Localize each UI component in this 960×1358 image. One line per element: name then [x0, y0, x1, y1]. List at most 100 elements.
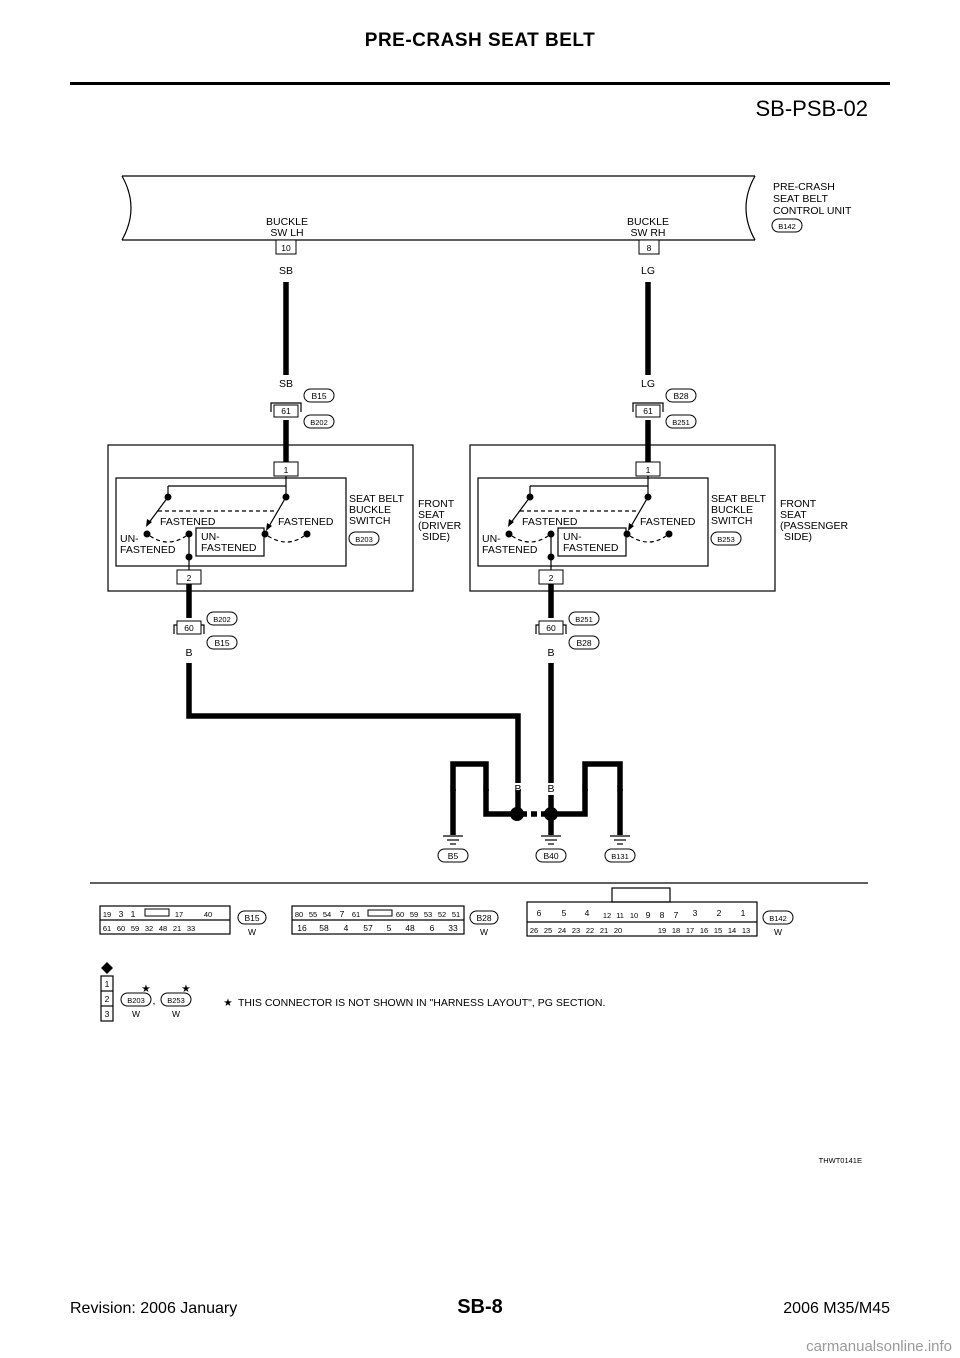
ground-b131-label: B131: [611, 852, 629, 861]
splice-point-left: [510, 807, 524, 821]
switch-right-connector: B253: [717, 535, 735, 544]
b28-pin-51: 51: [452, 910, 460, 919]
wire-b-splice-right: [556, 795, 588, 817]
joint-right-conn-bottom: B251: [672, 418, 690, 427]
switch-right-pin-bottom: 2: [549, 573, 554, 583]
b142-pin-4: 4: [585, 908, 590, 918]
wire-b-ground-b131: [582, 761, 623, 835]
b253-face-color: W: [172, 1009, 180, 1019]
b28-pin-53: 53: [424, 910, 432, 919]
wire-b-left-ground: [186, 663, 521, 783]
wire-color-lh-top: SB: [279, 265, 293, 277]
b15-face-color: W: [248, 927, 256, 937]
b142-pin-16: 16: [700, 926, 708, 935]
wire-b-splice-left: [483, 795, 514, 817]
b203-pin-1: 1: [105, 979, 110, 989]
b142-pin-23: 23: [572, 926, 580, 935]
switch-right-unfastened-b1: UN-: [563, 531, 582, 543]
b28-pin-16: 16: [297, 923, 307, 933]
switch-left-title-1: SEAT BELT: [349, 493, 404, 505]
b142-pin-21: 21: [600, 926, 608, 935]
b253-star: ★: [181, 983, 191, 995]
b15-pin-33: 33: [187, 924, 195, 933]
seat-left-1: FRONT: [418, 498, 455, 510]
splice-point-right: [544, 807, 558, 821]
b142-pin-17: 17: [686, 926, 694, 935]
b15-pin-17: 17: [175, 910, 183, 919]
joint-connector-left: SB B15 61 B202: [270, 378, 335, 429]
wire-color-rh-top: LG: [641, 265, 655, 277]
b28-pin-7: 7: [340, 909, 345, 919]
b253-face-name: B253: [167, 996, 185, 1005]
ground-wire-color-4: B: [547, 783, 554, 795]
ground-joint-right-pin: 60: [546, 623, 556, 633]
b15-pin-59: 59: [131, 924, 139, 933]
switch-right-unfastened-b2: FASTENED: [563, 542, 619, 554]
seat-belt-switch-passenger: 1 FASTENED FASTENED UN- FASTENED UN- FAS…: [469, 444, 776, 592]
b28-pin-52: 52: [438, 910, 446, 919]
seat-left-2: SEAT: [418, 509, 445, 521]
header-rule: [70, 82, 890, 85]
b203-face-color: W: [132, 1009, 140, 1019]
switch-left-unfastened-a1: UN-: [120, 533, 139, 545]
seat-right-4: SIDE): [784, 531, 812, 543]
ground-b40-label: B40: [543, 851, 558, 861]
watermark: carmanualsonline.info: [806, 1338, 952, 1355]
b203-face-name: B203: [127, 996, 145, 1005]
buckle-rh-pin-box: [638, 239, 660, 255]
joint-right-conn-top: B28: [673, 391, 688, 401]
b142-pin-6: 6: [537, 908, 542, 918]
b142-face-name: B142: [769, 914, 787, 923]
b142-pin-25: 25: [544, 926, 552, 935]
b142-pin-3: 3: [693, 908, 698, 918]
b142-pin-20: 20: [614, 926, 622, 935]
diagram-code: SB-PSB-02: [755, 96, 869, 121]
b28-pin-60: 60: [396, 910, 404, 919]
connector-face-b142: 6 5 4 12 11 10 9 8 7 3 2 1 26 25 24 23 2…: [526, 887, 794, 937]
seat-left-4: SIDE): [422, 531, 450, 543]
b15-pin-19: 19: [103, 910, 111, 919]
switch-right-fastened-b: FASTENED: [640, 516, 696, 528]
b28-pin-59: 59: [410, 910, 418, 919]
b142-pin-1: 1: [741, 908, 746, 918]
face-separator-comma: ,: [153, 995, 156, 1007]
switch-left-title-2: BUCKLE: [349, 504, 391, 516]
b28-face-name: B28: [476, 913, 491, 923]
control-unit-title-1: PRE-CRASH: [773, 181, 835, 193]
b142-pin-26: 26: [530, 926, 538, 935]
ground-joint-left-color: B: [185, 647, 192, 659]
ground-wire-color-5: B: [581, 783, 588, 795]
ground-joint-right: B251 60 B28 B: [535, 611, 600, 659]
ground-joint-right-bottom: B28: [576, 638, 591, 648]
ground-symbol-b40: B40: [535, 835, 567, 863]
b15-pin-40: 40: [204, 910, 212, 919]
ground-joint-left-bottom: B15: [214, 638, 229, 648]
ground-joint-left: B202 60 B15 B: [173, 611, 238, 659]
b28-pin-61: 61: [352, 910, 360, 919]
switch-right-title-1: SEAT BELT: [711, 493, 766, 505]
ground-b5-label: B5: [448, 851, 459, 861]
ground-symbol-b5: B5: [437, 835, 469, 863]
switch-right-pin-top: 1: [646, 465, 651, 475]
b142-pin-7: 7: [674, 910, 679, 920]
ground-joint-right-top: B251: [575, 615, 593, 624]
joint-left-conn-top: B15: [311, 391, 326, 401]
b28-pin-5: 5: [387, 923, 392, 933]
joint-left-pin: 61: [281, 406, 291, 416]
ground-wire-color-1: B: [449, 783, 456, 795]
b28-pin-57: 57: [363, 923, 373, 933]
b28-face-color: W: [480, 927, 488, 937]
ground-symbol-b131: B131: [604, 835, 636, 863]
b142-pin-19: 19: [658, 926, 666, 935]
switch-left-pin-bottom: 2: [187, 573, 192, 583]
b15-pin-61: 61: [103, 924, 111, 933]
ground-wire-color-6: B: [616, 783, 623, 795]
switch-left-unfastened-b1: UN-: [201, 531, 220, 543]
ground-joint-left-top: B202: [213, 615, 231, 624]
b142-pin-2: 2: [717, 908, 722, 918]
b28-pin-6: 6: [430, 923, 435, 933]
switch-left-title-3: SWITCH: [349, 515, 390, 527]
b203-pin-3: 3: [105, 1009, 110, 1019]
b142-face-color: W: [774, 927, 782, 937]
model-year: 2006 M35/M45: [783, 1300, 890, 1317]
